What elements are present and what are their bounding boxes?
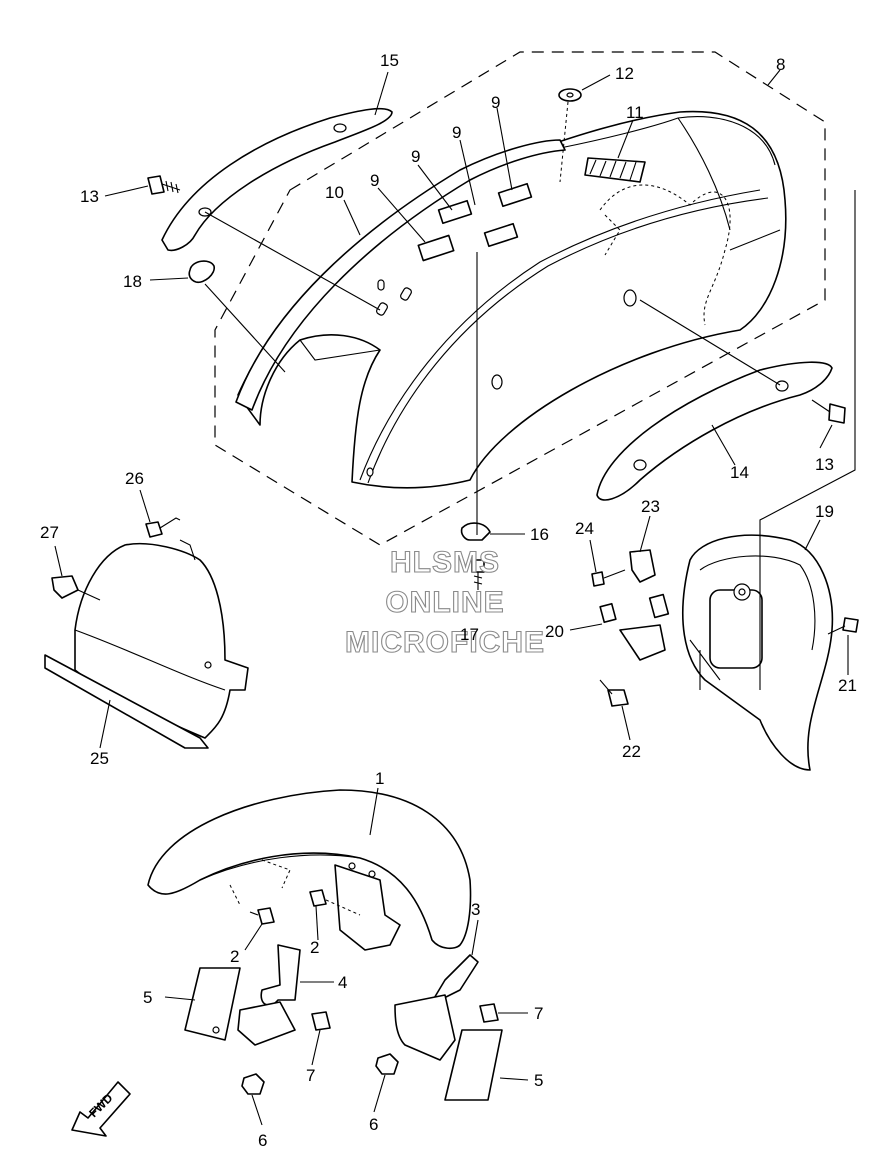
callout-9-b: 9: [452, 123, 461, 142]
callout-23: 23: [641, 497, 660, 516]
callout-7-b: 7: [534, 1004, 543, 1023]
front-fender[interactable]: [147, 789, 472, 950]
callout-22: 22: [622, 742, 641, 761]
bolt-22[interactable]: [599, 679, 629, 707]
callout-labels: 15 12 8 11 9 9 9 9 10 13 18 13 14 16 23 …: [40, 51, 857, 1150]
callout-9-c: 9: [411, 147, 420, 166]
callout-17: 17: [460, 625, 479, 644]
forward-arrow-icon: FWD: [71, 1081, 131, 1137]
callout-8: 8: [776, 55, 785, 74]
bolt-21[interactable]: [827, 617, 859, 635]
callout-19: 19: [815, 502, 834, 521]
fender-brace[interactable]: [334, 864, 401, 951]
reflector-left[interactable]: [184, 967, 241, 1041]
fender-rail-trim[interactable]: [235, 139, 566, 411]
callout-1: 1: [375, 769, 384, 788]
emblem-strip[interactable]: [584, 157, 646, 183]
callout-6-b: 6: [369, 1115, 378, 1134]
callout-11: 11: [626, 103, 644, 122]
callout-5-a: 5: [143, 988, 152, 1007]
grab-bar-right[interactable]: [596, 299, 833, 501]
watermark-line-3: MICROFICHE: [345, 626, 545, 659]
callout-14: 14: [730, 463, 749, 482]
grab-bar-left[interactable]: [161, 107, 393, 311]
sticker-1[interactable]: [417, 234, 455, 262]
nut-6-right[interactable]: [375, 1053, 399, 1075]
callout-21: 21: [838, 676, 857, 695]
callout-leaders: [54, 69, 849, 1126]
callout-16: 16: [530, 525, 549, 544]
assembly-boundary: [214, 51, 826, 546]
clip[interactable]: [460, 522, 491, 541]
bolt-2-right[interactable]: [309, 889, 361, 916]
bolt-7-right[interactable]: [479, 1003, 499, 1023]
callout-24: 24: [575, 519, 594, 538]
bolt-2-left[interactable]: [249, 907, 275, 925]
callout-9-a: 9: [491, 93, 500, 112]
mud-flap[interactable]: [44, 539, 249, 749]
callout-3: 3: [471, 900, 480, 919]
bolt-13-left[interactable]: [147, 175, 181, 195]
callout-9-d: 9: [370, 171, 379, 190]
sticker-2[interactable]: [437, 199, 473, 225]
grommet[interactable]: [188, 260, 286, 373]
callout-7-a: 7: [306, 1066, 315, 1085]
fender-stay-left[interactable]: [237, 944, 301, 1046]
reflector-right[interactable]: [444, 1029, 503, 1101]
callout-12: 12: [615, 64, 634, 83]
screw-24[interactable]: [591, 569, 626, 587]
clamp-23[interactable]: [629, 549, 656, 583]
bolt-7-left[interactable]: [311, 1011, 331, 1031]
callout-13-a: 13: [80, 187, 99, 206]
callout-13-b: 13: [815, 455, 834, 474]
callout-10: 10: [325, 183, 344, 202]
screw-26[interactable]: [145, 517, 181, 538]
callout-5-b: 5: [534, 1071, 543, 1090]
bracket-20[interactable]: [599, 593, 670, 661]
callout-4: 4: [338, 973, 347, 992]
callout-6-a: 6: [258, 1131, 267, 1150]
callout-2-a: 2: [230, 947, 239, 966]
callout-20: 20: [545, 622, 564, 641]
callout-25: 25: [90, 749, 109, 768]
clip-nut-27[interactable]: [51, 575, 101, 601]
sticker-3[interactable]: [483, 222, 519, 248]
callout-2-b: 2: [310, 938, 319, 957]
callout-15: 15: [380, 51, 399, 70]
nut-6-left[interactable]: [241, 1073, 265, 1095]
callout-26: 26: [125, 469, 144, 488]
tail-light[interactable]: [681, 534, 834, 771]
fender-stay-right[interactable]: [394, 954, 479, 1061]
watermark-line-1: HLSMS: [390, 546, 500, 579]
screw-17[interactable]: [471, 559, 485, 590]
watermark-line-2: ONLINE: [385, 586, 504, 619]
sticker-4[interactable]: [497, 182, 533, 208]
callout-18: 18: [123, 272, 142, 291]
rear-fender[interactable]: [237, 110, 787, 489]
callout-27: 27: [40, 523, 59, 542]
bolt-13-right[interactable]: [811, 399, 846, 424]
